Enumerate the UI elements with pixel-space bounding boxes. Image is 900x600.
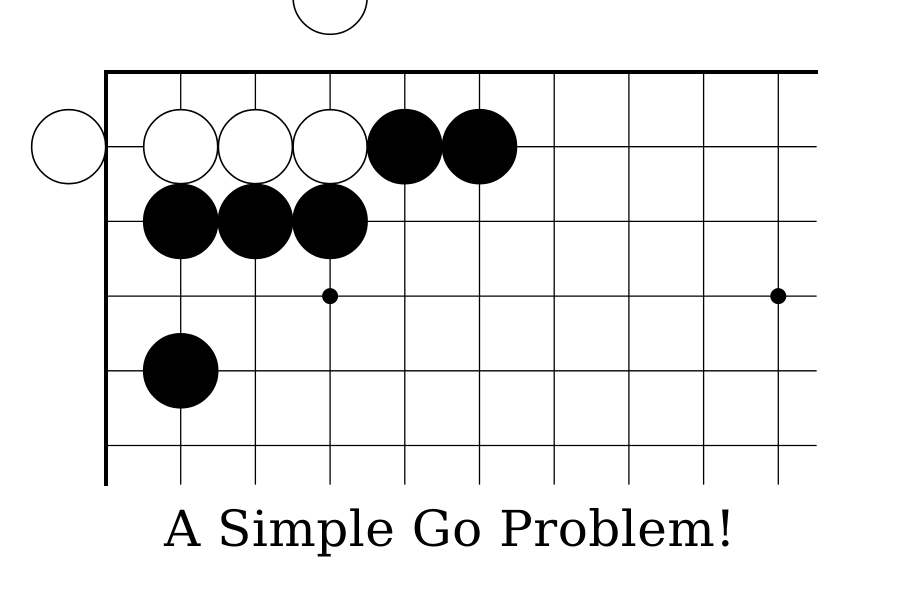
- white-stone[interactable]: [142, 108, 219, 185]
- white-stone[interactable]: [30, 108, 107, 185]
- black-stone[interactable]: [217, 183, 294, 260]
- white-stone[interactable]: [292, 108, 368, 185]
- star-points: [322, 288, 787, 305]
- black-stone[interactable]: [142, 183, 219, 260]
- black-stone[interactable]: [441, 108, 518, 185]
- black-stone[interactable]: [142, 332, 219, 409]
- black-stone[interactable]: [292, 183, 368, 260]
- white-stone[interactable]: [292, 0, 368, 36]
- board-caption: A Simple Go Problem!: [164, 500, 736, 558]
- star-point: [322, 288, 339, 305]
- go-board: [30, 0, 818, 486]
- black-stone[interactable]: [366, 108, 443, 185]
- star-point: [770, 288, 787, 305]
- white-stone[interactable]: [217, 108, 294, 185]
- stones-layer: [30, 0, 518, 409]
